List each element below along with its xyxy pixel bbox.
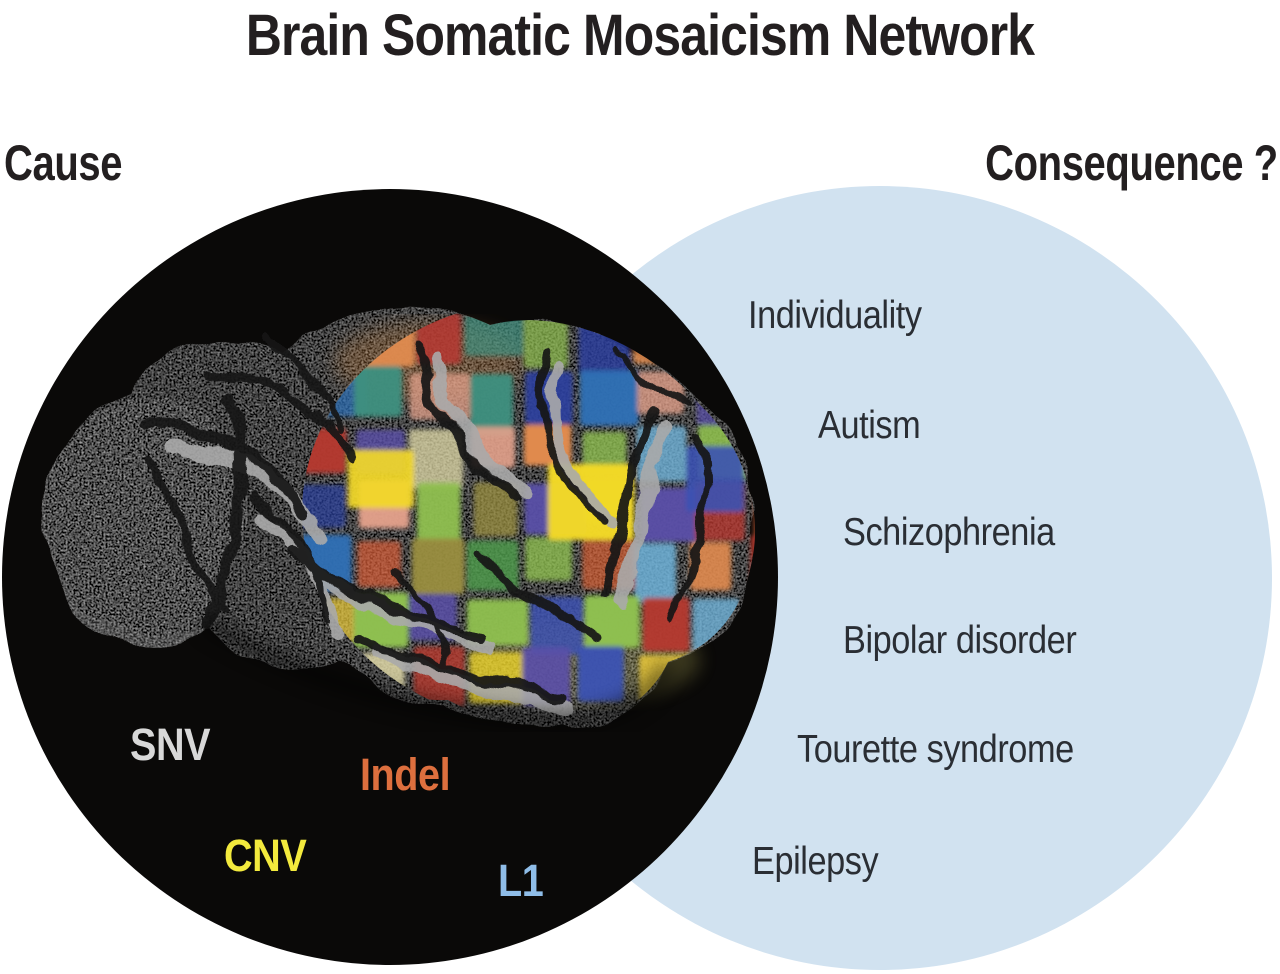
label-snv: SNV xyxy=(130,719,211,770)
consequence-item-schizophrenia: Schizophrenia xyxy=(843,511,1055,554)
brain-gyri xyxy=(165,356,675,715)
consequence-heading: Consequence ? xyxy=(985,135,1278,191)
consequence-item-autism: Autism xyxy=(818,404,921,447)
consequence-item-bipolar-disorder: Bipolar disorder xyxy=(843,619,1077,662)
consequence-item-tourette-syndrome: Tourette syndrome xyxy=(797,728,1074,771)
consequence-item-epilepsy: Epilepsy xyxy=(752,840,879,883)
label-cnv: CNV xyxy=(224,830,307,881)
brain-illustration xyxy=(43,307,756,731)
cause-heading: Cause xyxy=(4,135,123,191)
figure-title: Brain Somatic Mosaicism Network xyxy=(245,3,1035,68)
label-indel: Indel xyxy=(360,749,451,800)
brain-bottom-shadow xyxy=(200,615,676,731)
consequence-item-individuality: Individuality xyxy=(748,294,922,337)
brain-frontal-lobe xyxy=(43,398,243,645)
brain-sulci xyxy=(143,334,709,703)
label-l1: L1 xyxy=(498,855,544,906)
